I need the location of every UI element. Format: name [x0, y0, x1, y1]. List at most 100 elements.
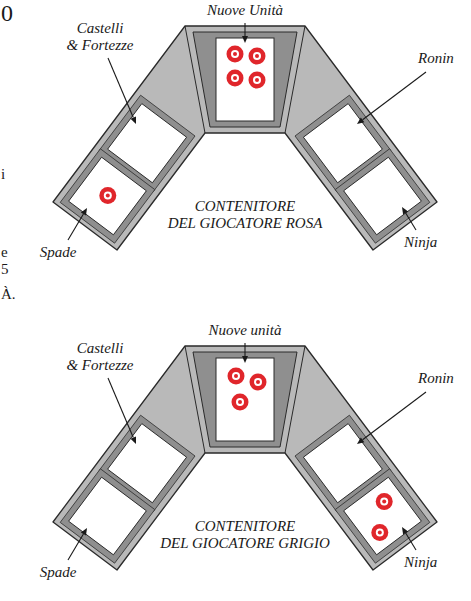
leader-arrowhead: [131, 436, 137, 444]
unit-token-center: [255, 54, 259, 58]
wrap-spacer: [63, 20, 75, 37]
compartment-wall: [335, 469, 430, 563]
leader-line: [108, 378, 133, 438]
leader-line: [363, 72, 426, 120]
unit-token-center: [106, 194, 110, 198]
unit-token: [371, 524, 388, 541]
unit-token-ring: [253, 52, 261, 60]
tray-container: CONTENITORE DEL GIOCATORE GRIGIO: [53, 346, 437, 570]
leader-arrowhead: [81, 208, 87, 216]
unit-token: [250, 374, 267, 391]
part-label: Castelli & Fortezze: [63, 20, 137, 54]
leader-line: [406, 533, 416, 550]
part-label: Ninja: [404, 554, 437, 571]
leader-line: [108, 58, 133, 118]
tray-body: [53, 26, 437, 250]
unit-token-center: [382, 500, 386, 504]
wrap-spacer: [125, 20, 137, 37]
caption-text: CONTENITORE DEL GIOCATORE GRIGIO: [160, 518, 330, 551]
compartment-wall: [335, 149, 430, 243]
unit-token-ring: [231, 50, 239, 58]
leader-arrowhead: [402, 207, 408, 215]
leader-line: [68, 214, 83, 240]
unit-token-center: [233, 76, 237, 80]
unit-token-center: [234, 374, 238, 378]
compartment-wall: [60, 469, 155, 563]
part-label: Nuove unità: [209, 322, 282, 339]
leader-line: [406, 213, 416, 230]
leader-arrowhead: [402, 527, 408, 535]
wrap-spacer: [297, 518, 333, 535]
label-text: À.: [1, 286, 16, 302]
label-text: Spade: [40, 564, 77, 580]
part-label: Spade: [40, 564, 77, 581]
cut-text: 0: [1, 0, 13, 26]
label-text: Ninja: [404, 554, 437, 570]
cut-text: i: [1, 166, 5, 183]
wrap-spacer: [63, 340, 75, 357]
compartment: [69, 477, 147, 555]
cut-text: À.: [1, 286, 16, 303]
leader-arrowhead: [357, 437, 364, 444]
unit-token: [249, 48, 266, 65]
part-label: Ninja: [404, 234, 437, 251]
wrap-spacer: [165, 198, 194, 215]
unit-token-ring: [231, 74, 239, 82]
leader-line: [244, 343, 245, 356]
leader-line: [68, 534, 83, 560]
unit-token-ring: [104, 192, 112, 200]
unit-token-ring: [253, 76, 261, 84]
label-text: i: [1, 166, 5, 182]
part-label: Castelli & Fortezze: [63, 340, 137, 374]
unit-token: [228, 368, 245, 385]
unit-token-ring: [232, 372, 240, 380]
unit-token-center: [255, 78, 259, 82]
unit-token: [232, 394, 249, 411]
label-text: Nuove unità: [209, 322, 282, 338]
part-label: Spade: [40, 244, 77, 261]
leader-arrowhead: [242, 36, 248, 43]
unit-token-center: [238, 400, 242, 404]
unit-token: [227, 70, 244, 87]
leader-line: [363, 392, 426, 440]
compartment: [344, 157, 422, 235]
part-label: Ronin: [418, 50, 454, 67]
unit-token-center: [378, 530, 382, 534]
leader-arrowhead: [242, 356, 248, 363]
unit-token-ring: [236, 398, 244, 406]
label-text: Spade: [40, 244, 77, 260]
leader-arrowhead: [357, 117, 364, 124]
label-text: Ronin: [418, 50, 454, 66]
tray-caption: CONTENITORE DEL GIOCATORE ROSA: [165, 198, 326, 232]
cut-text: e: [1, 244, 8, 261]
label-text: Castelli & Fortezze: [66, 20, 133, 53]
unit-token: [249, 72, 266, 89]
label-text: Nuove Unità: [207, 2, 283, 18]
label-text: 0: [1, 0, 13, 26]
leader-arrowhead: [81, 528, 87, 536]
unit-token: [227, 46, 244, 63]
wrap-spacer: [125, 340, 137, 357]
label-text: Ninja: [404, 234, 437, 250]
compartment-wall: [193, 32, 297, 127]
label-text: e: [1, 244, 8, 260]
compartment: [216, 38, 274, 121]
unit-token: [376, 493, 393, 510]
cut-text: 5: [1, 261, 9, 278]
compartment: [69, 157, 147, 235]
wrap-spacer: [157, 518, 193, 535]
unit-token-ring: [380, 498, 388, 506]
unit-token-center: [233, 52, 237, 56]
leader-line: [244, 23, 245, 36]
part-label: Ronin: [418, 370, 454, 387]
wrap-spacer: [297, 198, 326, 215]
unit-token-ring: [376, 528, 384, 536]
unit-token-center: [256, 380, 260, 384]
unit-token: [99, 187, 116, 204]
tray-caption: CONTENITORE DEL GIOCATORE GRIGIO: [157, 518, 333, 552]
compartment: [344, 477, 422, 555]
caption-text: CONTENITORE DEL GIOCATORE ROSA: [168, 198, 323, 231]
tray-container: CONTENITORE DEL GIOCATORE ROSA: [53, 26, 437, 250]
unit-token-ring: [254, 378, 262, 386]
